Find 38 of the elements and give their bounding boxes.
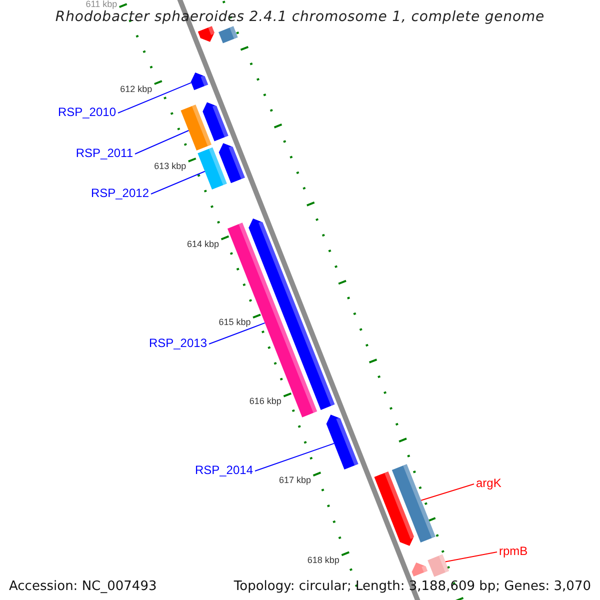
gene-feature (248, 218, 335, 410)
gene-feature (326, 414, 358, 470)
gene-feature (412, 562, 428, 576)
gene-feature (218, 143, 245, 184)
scale-label: 617 kbp (278, 476, 311, 486)
scale-label: 612 kbp (120, 84, 152, 94)
scale-label: 614 kbp (186, 240, 219, 249)
leader-line (150, 170, 206, 194)
leader-line (444, 552, 498, 562)
leader-line (254, 442, 335, 472)
scale-label: 613 kbp (154, 162, 186, 171)
leader-line (420, 484, 474, 501)
gene-label: argK (476, 477, 502, 489)
gene-feature (180, 104, 212, 150)
leader-line (118, 82, 192, 114)
genome-stats-text: Topology: circular; Length: 3,188,609 bp; Genes: 3,070 (234, 579, 591, 595)
accession-text: Accession: NC_007493 (9, 579, 157, 595)
gene-feature (202, 102, 228, 142)
gene-label: RSP_2013 (148, 337, 207, 349)
gene-feature (374, 471, 414, 546)
gene-feature (392, 464, 436, 543)
title: Rhodobacter sphaeroides 2.4.1 chromosome 1, complete genome (54, 10, 546, 25)
scale-label: 618 kbp (307, 556, 340, 565)
leader-line (208, 322, 266, 344)
gene-feature (218, 26, 238, 44)
gene-label: RSP_2014 (194, 464, 253, 476)
leader-line (134, 130, 190, 154)
scale-label: 611 kbp (86, 0, 118, 9)
gene-feature (198, 26, 215, 42)
gene-label: RSP_2012 (90, 187, 149, 199)
gene-feature (190, 72, 208, 90)
gene-label: rpmB (499, 545, 528, 557)
gene-label: RSP_2010 (58, 106, 116, 118)
gene-label: RSP_2011 (76, 147, 133, 159)
gene-feature (428, 554, 450, 577)
scale-label: 615 kbp (218, 318, 251, 328)
gene-feature (198, 147, 227, 190)
scale-label: 616 kbp (249, 396, 282, 406)
